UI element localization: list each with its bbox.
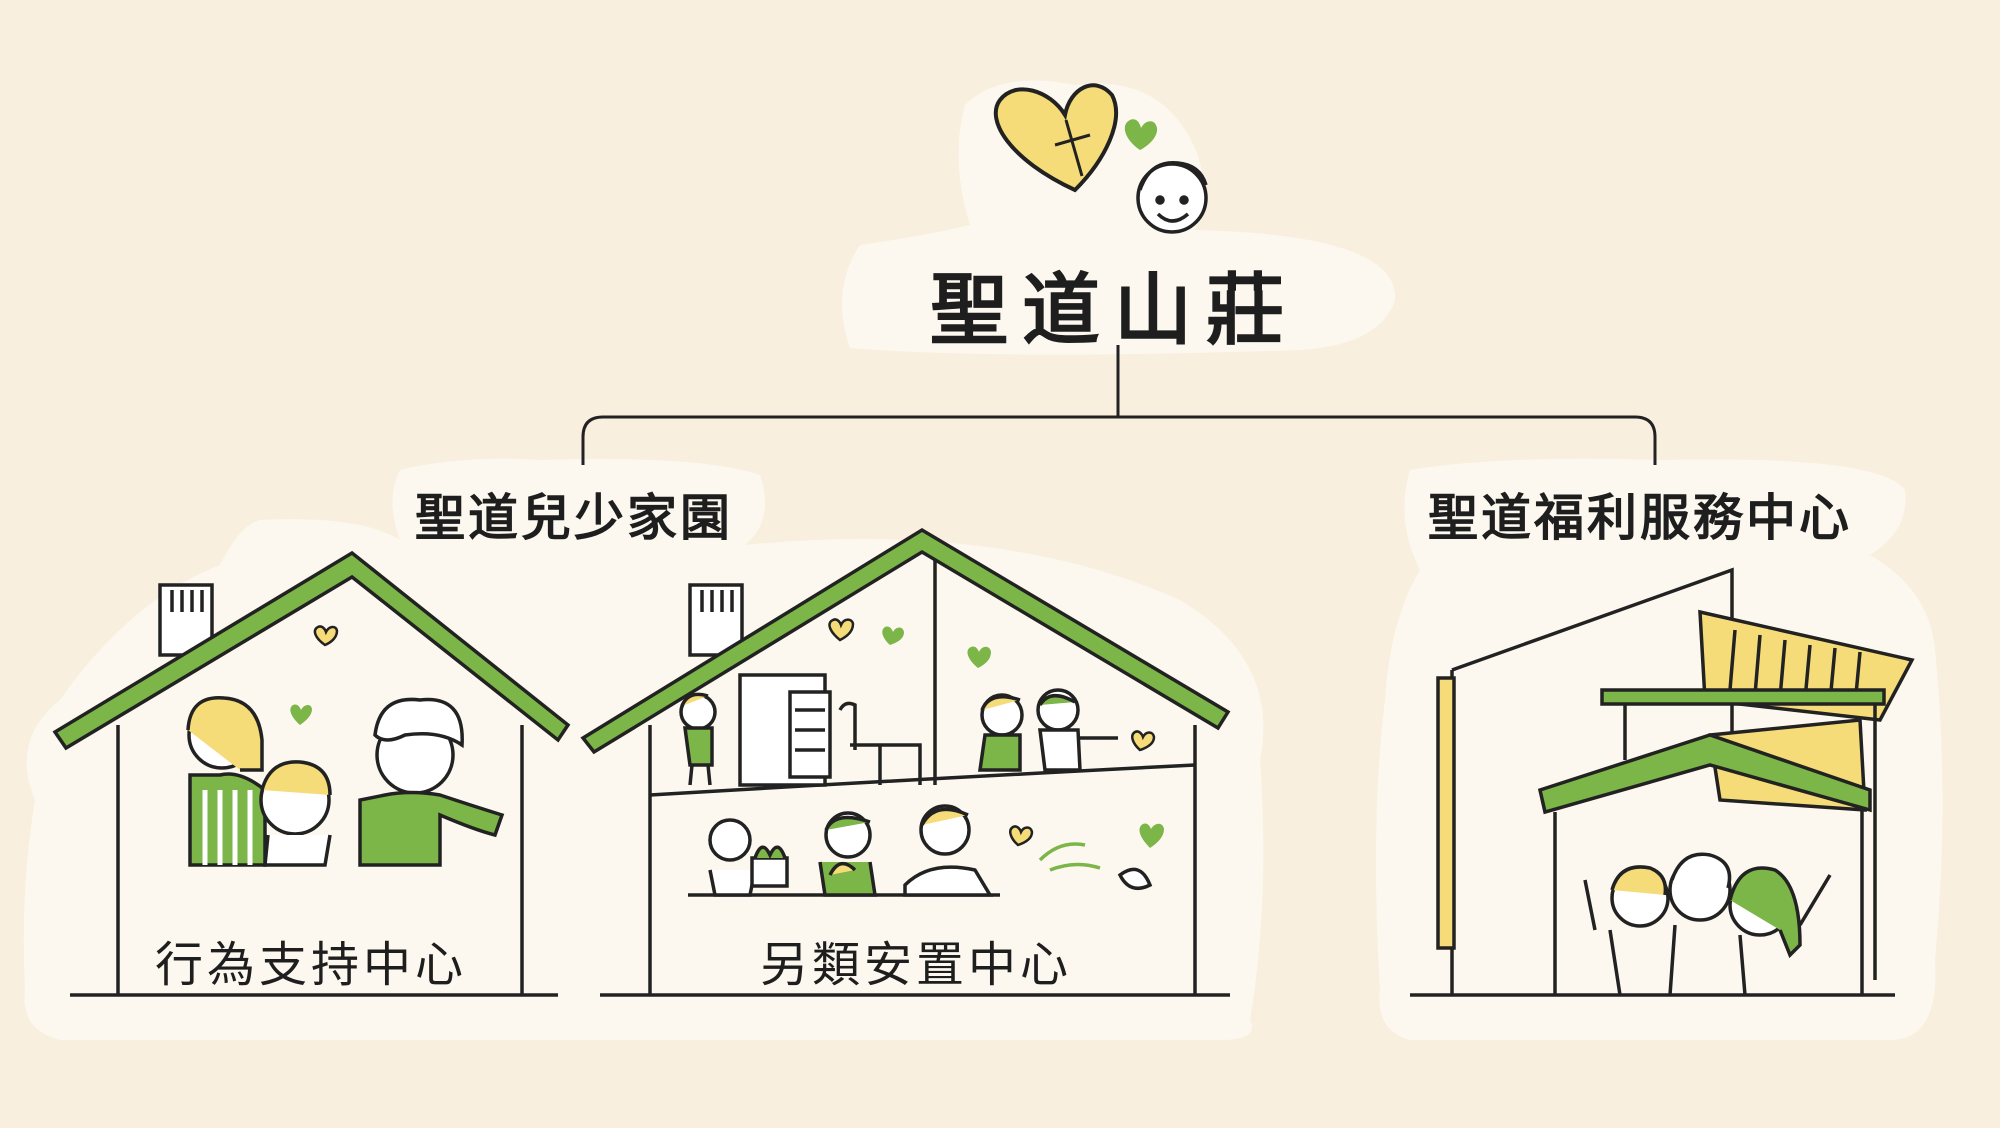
center-label-behavior-support: 行為支持中心 — [155, 937, 468, 993]
family-illustration — [186, 625, 505, 867]
branch-title-youth-home: 聖道兒少家園 — [415, 489, 733, 547]
heart-cross-logo-icon — [993, 83, 1158, 193]
children-illustration — [679, 688, 1118, 786]
background-blobs — [23, 80, 1943, 1040]
people-waving-illustration — [1583, 852, 1832, 996]
welfare-service-building — [1410, 567, 1915, 997]
child-face-icon — [1136, 161, 1208, 234]
branch-title-welfare-center: 聖道福利服務中心 — [1428, 489, 1852, 547]
house-alternative-placement — [580, 527, 1231, 997]
center-label-alternative-placement: 另類安置中心 — [760, 937, 1073, 993]
children-gardening-illustration — [708, 804, 1153, 897]
house-behavior-support — [52, 550, 571, 997]
bunk-bed-illustration — [738, 673, 922, 787]
connector-lines — [581, 345, 1657, 465]
root-title: 聖道山莊 — [930, 266, 1299, 356]
